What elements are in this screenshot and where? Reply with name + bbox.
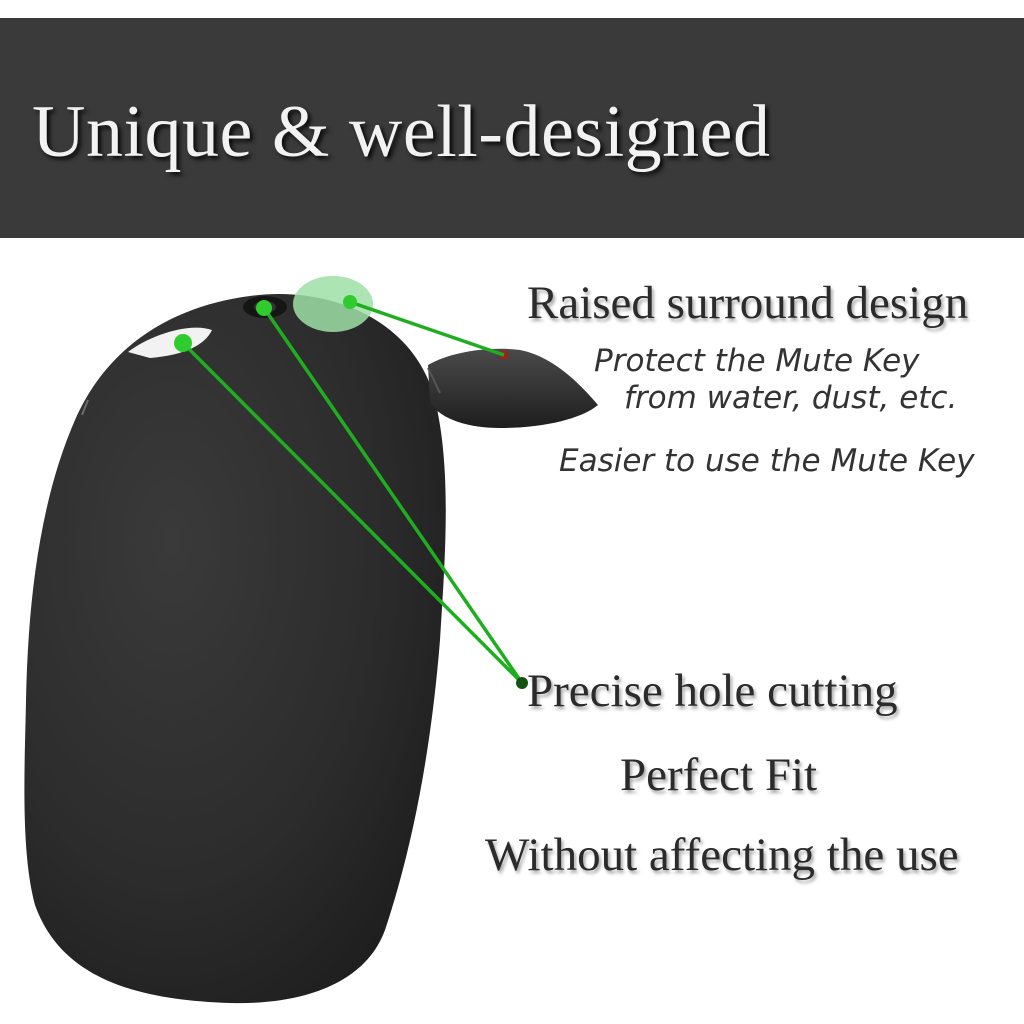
mute-key-highlight — [293, 276, 373, 332]
side-opening — [128, 327, 212, 358]
silicone-case — [24, 294, 446, 1004]
mute-key-closeup — [428, 348, 598, 428]
top-margin — [0, 0, 1024, 18]
raised-design-line-2: from water, dust, etc. — [624, 380, 958, 416]
title-banner: Unique & well-designed — [0, 18, 1024, 238]
without-affecting-label: Without affecting the use — [485, 829, 959, 881]
pointer-dots — [174, 295, 357, 352]
banner-title: Unique & well-designed — [32, 91, 771, 173]
raised-design-title: Raised surround design — [527, 277, 969, 329]
raised-design-line-1: Protect the Mute Key — [594, 343, 920, 379]
hole-cutting-title: Precise hole cutting — [527, 665, 898, 717]
pointer-lines — [181, 300, 524, 685]
raised-design-line-3: Easier to use the Mute Key — [559, 443, 975, 479]
perfect-fit-label: Perfect Fit — [620, 749, 818, 801]
